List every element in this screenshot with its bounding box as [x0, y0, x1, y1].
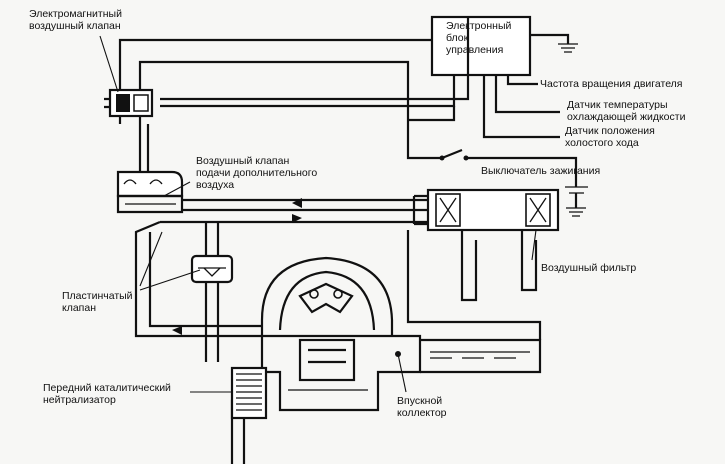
vacuum-line-2 — [160, 75, 456, 108]
ecu-box — [430, 15, 532, 77]
leader-lines — [99, 35, 537, 393]
flow-arrow-1 — [292, 198, 302, 208]
idle-position-label: Датчик положения холостого хода — [565, 125, 655, 149]
intake-duct — [406, 230, 542, 340]
air-solenoid-label: Электромагнитный воздушный клапан — [29, 8, 122, 32]
solenoid-ecu-line-2 — [138, 60, 442, 160]
front-catalyst-label: Передний каталитический нейтрализатор — [43, 382, 171, 406]
intake-manifold — [395, 338, 542, 374]
front-catalyst — [230, 366, 268, 420]
solenoid-ecu-line-1 — [118, 38, 432, 92]
air-filter-duct-left — [460, 230, 478, 302]
air-filter-housing — [412, 188, 560, 232]
flow-arrow-2 — [292, 214, 302, 223]
ignition-switch-label: Выключатель зажигания — [481, 165, 601, 177]
air-solenoid-valve — [104, 88, 154, 124]
engine-speed-line — [506, 75, 538, 86]
engine-speed-label: Частота вращения двигателя — [540, 78, 683, 90]
left-air-pipe-inner — [148, 232, 262, 328]
secondary-air-valve-label: Воздушный клапан подачи дополнительного … — [196, 155, 318, 191]
air-filter-duct-right — [520, 230, 538, 292]
air-filter-label: Воздушный фильтр — [541, 262, 637, 274]
battery-ground-symbol — [565, 186, 588, 217]
ignition-switch-symbol — [439, 148, 578, 187]
solenoid-to-valve-pipe — [138, 124, 150, 172]
intake-manifold-label: Впускной коллектор — [397, 395, 447, 419]
reed-valve — [190, 222, 234, 362]
reed-valve-label: Пластинчатый клапан — [62, 290, 133, 314]
flow-arrow-3 — [172, 326, 182, 335]
vacuum-line-3 — [408, 106, 456, 122]
coolant-temp-line — [494, 75, 560, 114]
vacuum-line-1 — [160, 18, 470, 101]
secondary-air-valve — [116, 170, 184, 214]
ecu-ground-symbol — [530, 33, 578, 53]
left-air-pipe — [134, 220, 262, 338]
engine-block — [260, 256, 422, 412]
idle-position-line — [482, 75, 560, 139]
coolant-temp-label: Датчик температуры охлаждающей жидкости — [567, 99, 686, 123]
ecu-label: Электронный блок управления — [446, 20, 512, 56]
